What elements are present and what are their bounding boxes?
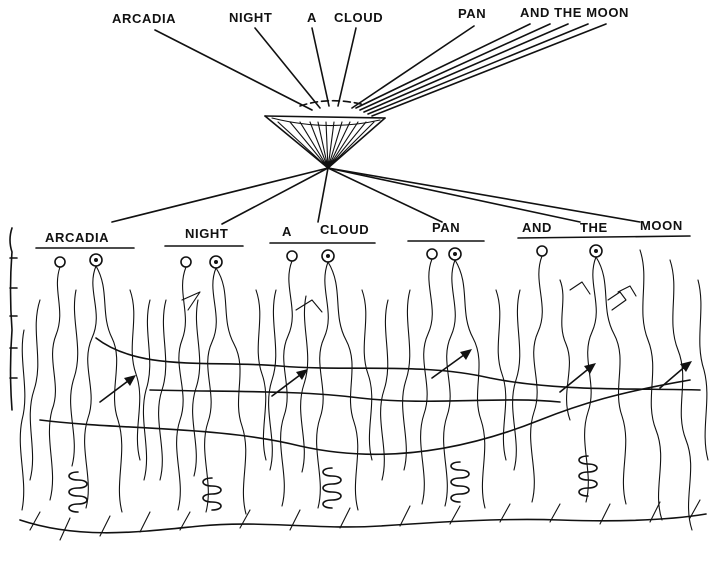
div-cloud (318, 168, 328, 222)
coil-1 (69, 472, 87, 512)
arrow-pan-head (460, 349, 472, 360)
div-pan (328, 168, 442, 222)
col-label-and: AND (522, 220, 552, 235)
coil-2 (203, 478, 221, 510)
line-night (255, 28, 320, 108)
col-label-arcadia: ARCADIA (45, 230, 109, 245)
line-moon-2 (364, 24, 568, 112)
top-label-and-the-moon: AND THE MOON (520, 5, 629, 20)
funnel-rays (278, 122, 374, 168)
coil-3 (323, 468, 341, 508)
funnel-rim-top (265, 116, 385, 118)
div-arcadia (112, 168, 328, 222)
neuron-pan-2-core (453, 252, 457, 256)
direction-arrows (100, 349, 692, 402)
neuron-bodies (55, 245, 602, 268)
neuron-arcadia-2-core (94, 258, 98, 262)
div-and (328, 168, 580, 222)
top-label-cloud: CLOUD (334, 10, 383, 25)
divergence-lines (112, 168, 640, 224)
col-label-moon: MOON (640, 218, 683, 233)
arrow-pan (432, 352, 468, 378)
line-moon-1 (360, 24, 550, 110)
col-label-a: A (282, 224, 292, 239)
neuron-arcadia-1 (55, 257, 65, 267)
line-moon-4 (372, 24, 606, 116)
neuron-night-2-core (214, 260, 218, 264)
long-fiber-upper (96, 338, 700, 390)
neuron-cloud-2-core (326, 254, 330, 258)
line-pan-2 (356, 24, 530, 108)
col-label-the: THE (580, 220, 608, 235)
top-label-a: A (307, 10, 317, 25)
top-label-pan: PAN (458, 6, 486, 21)
underline-and-the-moon (518, 236, 690, 238)
neuron-cloud-1 (287, 251, 297, 261)
neuron-and-1 (537, 246, 547, 256)
ruler-line (10, 228, 12, 410)
coil-structures (69, 456, 597, 512)
left-ruler (10, 228, 17, 410)
top-label-night: NIGHT (229, 10, 272, 25)
neural-fibers (20, 250, 708, 530)
div-night (222, 168, 328, 224)
line-a (312, 28, 329, 106)
line-moon-3 (368, 24, 588, 114)
top-label-arcadia: ARCADIA (112, 11, 176, 26)
horizontal-fibers (40, 338, 700, 454)
neuron-night-1 (181, 257, 191, 267)
col-label-pan: PAN (432, 220, 460, 235)
arrow-the-head (584, 363, 596, 374)
div-moon (328, 168, 640, 222)
arrow-arcadia-head (124, 375, 136, 386)
coil-4 (451, 462, 469, 502)
top-convergence-lines (155, 24, 606, 116)
neuron-pan-1 (427, 249, 437, 259)
neuron-the-2-core (594, 249, 598, 253)
col-label-cloud: CLOUD (320, 222, 369, 237)
col-label-night: NIGHT (185, 226, 228, 241)
line-cloud (338, 28, 356, 106)
